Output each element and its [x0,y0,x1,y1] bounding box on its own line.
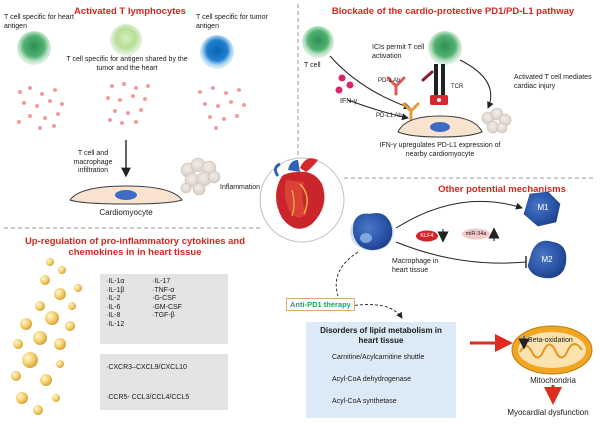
dashed-path-right [349,304,403,319]
tcr-receptor [421,64,448,105]
t-cell-tumor-antigen [200,35,234,69]
mir34a-pill [462,228,490,240]
pd1-antibody [386,76,406,96]
m2-inhibit-line [395,241,527,264]
cytokine-item: ·G-CSF [152,295,177,302]
m2-label: M2 [541,255,553,264]
cytokine-col2: ·IL-17 ·TNF-α ·G-CSF ·GM-CSF ·TGF-β [152,278,208,321]
beta-oxidation-label: Beta-oxidation [528,337,573,344]
mitochondria-label: Mitochondria [530,376,576,385]
lipid-box [306,322,456,418]
blockade-title: Blockade of the cardio-protective PD1/PD… [331,6,575,17]
shared-antigen-label: T cell specific for antigen shared by th… [66,56,188,72]
ifn-gamma-dots [335,74,354,94]
chemokine-2: ·CCR5- CCL3/CCL4/CCL5 [106,394,190,401]
cardiomyocyte-right [397,115,483,138]
cytokine-item: ·IL-6 [106,303,121,311]
cytokine-item: ·IL-17 [152,278,171,285]
ifn-arrow [347,99,409,121]
injury-blob [481,107,512,134]
cytokine-item: ·IL-1β [106,286,125,294]
cytokine-item: ·IL-1α [106,278,125,285]
cytokine-item: ·GM-CSF [152,303,182,311]
lipid-item-2: Acyl-CoA dehydrogenase [332,376,411,383]
klf4-label: KLF4 [420,233,434,239]
cytokine-item: ·IL-8 [106,312,121,319]
t-cell-heart-antigen [17,31,51,65]
lipid-title: Disorders of lipid metabolism in heart t… [320,326,442,345]
activated-label: Activated T cell mediates cardiac injury [514,74,592,90]
macrophage-cell [350,213,394,251]
anti-pd1-badge: Anti-PD1 therapy [286,298,355,311]
pd1-ab-label: PD-1 Ab [378,78,401,84]
cytokine-item: ·IL-12 [106,320,125,328]
m1-label: M1 [537,203,549,212]
cytokine-item: ·TNF-α [152,286,175,294]
klf4-pill [416,230,438,242]
cytokine-box [100,274,228,344]
mitochondria-shape [511,325,593,375]
panel-dividers [4,4,596,229]
ifn-label: IFN-γ [340,98,358,105]
activated-t-cell [428,31,462,65]
lipid-item-3: Acyl-CoA synthetase [332,398,397,405]
pdl1-ab-label: PD-L1 Ab [376,113,402,119]
t-cell-path-arrow [329,55,411,110]
heart-antigen-label: T cell specific for heart antigen [4,14,74,30]
macrophage-label: Macrophage in heart tissue [392,258,439,274]
dashed-path-left [335,251,359,297]
dysfunction-label: Myocardial dysfunction [507,408,589,417]
cytokines-title: Up-regulation of pro-inflammatory cytoki… [24,236,246,258]
inflammation-label: Inflammation [220,184,261,191]
m2-macrophage [527,240,567,279]
pdl1-antibody [402,102,420,122]
t-cell-right [302,26,334,58]
chemokine-box [100,354,228,410]
injury-arrow [459,59,494,109]
m1-macrophage [523,191,561,227]
infiltration-label: T cell and macrophage infiltration [73,150,113,174]
lipid-item-1: Carnitine/Acylcarnitine shuttle [332,354,425,361]
t-cell-shared-antigen [110,24,142,56]
other-title: Other potential mechanisms [438,184,566,195]
upregulates-label: IFN-γ upregulates PD-L1 expression of ne… [379,142,501,158]
icis-label: ICIs permit T cell activation [372,44,425,60]
inflammation-blob [180,157,221,196]
lipid-droplets [11,258,82,415]
chemokine-1: ·CXCR3–CXCL9/CXCL10 [106,364,187,371]
cytokine-col1: ·IL-1α ·IL-1β ·IL-2 ·IL-6 ·IL-8 ·IL-12 [106,278,166,329]
antigen-dots [17,82,246,130]
activated-t-title: Activated T lymphocytes [74,6,186,17]
cytokine-item: ·TGF-β [152,312,175,319]
cardiomyocyte-cell [69,185,183,205]
t-cell-label: T cell [304,62,321,69]
mir34a-label: miR-34a [465,231,487,237]
cardiomyocyte-label: Cardiomyocyte [99,208,153,217]
m1-arrow [395,200,523,229]
tcr-label: TCR [451,84,464,90]
cytokine-item: ·IL-2 [106,295,121,302]
heart-illustration [259,157,345,243]
tumor-antigen-label: T cell specific for tumor antigen [196,14,268,30]
